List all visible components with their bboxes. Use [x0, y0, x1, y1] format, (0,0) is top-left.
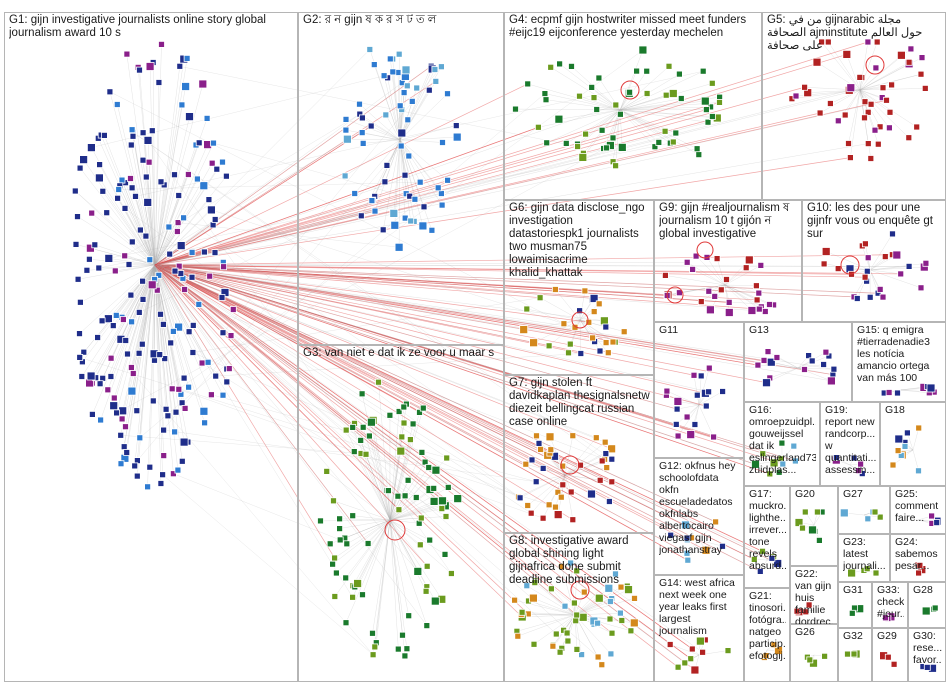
group-label: G5: من في gijnarabic مجلة الصحافة ajmins…: [767, 14, 942, 53]
group-box-g25: G25: comment faire...: [890, 486, 946, 534]
group-box-g18: G18: [880, 402, 946, 486]
group-label: G9: gijn #realjournalism ষ journalism 10…: [659, 202, 798, 241]
group-box-g21: G21: tinosori... fotógra... natgeo parti…: [744, 588, 790, 682]
group-box-g33: G33: check #jour...: [872, 582, 908, 628]
group-label: G31: [843, 584, 868, 596]
group-label: G22: van gijn huis familie dordrec...: [795, 568, 834, 628]
group-label: G27: [843, 488, 886, 500]
group-box-g17: G17: muckro... lighthe... irrever... ton…: [744, 486, 790, 588]
group-box-g3: G3: van niet e dat ik ze voor u maar s: [298, 345, 504, 682]
group-label: G7: gijn stolen ft davidkaplan thesignal…: [509, 377, 650, 429]
group-label: G1: gijn investigative journalists onlin…: [9, 14, 294, 40]
group-box-g27: G27: [838, 486, 890, 534]
group-label: G21: tinosori... fotógra... natgeo parti…: [749, 590, 786, 662]
group-label: G32: [843, 630, 868, 642]
group-box-g8: G8: investigative award global shining l…: [504, 533, 654, 682]
group-label: G23: latest journali...: [843, 536, 886, 572]
group-label: G17: muckro... lighthe... irrever... ton…: [749, 488, 786, 572]
group-box-g24: G24: sabemos pesar...: [890, 534, 946, 582]
group-box-g13: G13: [744, 322, 852, 402]
group-label: G3: van niet e dat ik ze voor u maar s: [303, 347, 500, 360]
group-label: G13: [749, 324, 848, 336]
group-label: G30: rese... favor...: [913, 630, 942, 666]
group-box-g30: G30: rese... favor...: [908, 628, 946, 682]
group-box-g20: G20: [790, 486, 838, 566]
group-box-g26: G26: [790, 624, 838, 682]
group-box-g23: G23: latest journali...: [838, 534, 890, 582]
group-label: G20: [795, 488, 834, 500]
group-box-g14: G14: west africa next week one year leak…: [654, 575, 744, 682]
group-box-g10: G10: les des pour une gijnfr vous ou enq…: [802, 200, 946, 322]
group-label: G19: report new randcorp... w quantitati…: [825, 404, 876, 476]
group-label: G4: ecpmf gijn hostwriter missed meet fu…: [509, 14, 758, 40]
group-box-g16: G16: omroepzuidpl... gouweijssel dat ik …: [744, 402, 820, 486]
group-box-g5: G5: من في gijnarabic مجلة الصحافة ajmins…: [762, 12, 946, 200]
group-box-g32: G32: [838, 628, 872, 682]
group-label: G10: les des pour une gijnfr vous ou enq…: [807, 202, 942, 241]
group-box-g15: G15: q emigra #tierradenadie3 les notíci…: [852, 322, 946, 402]
group-label: G6: gijn data disclose_ngo investigation…: [509, 202, 650, 280]
group-label: G33: check #jour...: [877, 584, 904, 620]
group-label: G26: [795, 626, 834, 638]
group-box-g12: G12: okfnus hey schoolofdata okfn escuel…: [654, 458, 744, 575]
group-box-g22: G22: van gijn huis familie dordrec...: [790, 566, 838, 624]
group-label: G2: র ন gijn ষ ক র স ট ত ল: [303, 14, 500, 27]
group-label: G8: investigative award global shining l…: [509, 535, 650, 587]
group-box-g2: G2: র ন gijn ষ ক র স ট ত ল: [298, 12, 504, 345]
group-label: G28: [913, 584, 942, 596]
group-label: G29: [877, 630, 904, 642]
group-box-g1: G1: gijn investigative journalists onlin…: [4, 12, 298, 682]
group-box-g29: G29: [872, 628, 908, 682]
group-label: G16: omroepzuidpl... gouweijssel dat ik …: [749, 404, 816, 476]
group-box-g6: G6: gijn data disclose_ngo investigation…: [504, 200, 654, 375]
group-box-g11: G11: [654, 322, 744, 458]
group-label: G15: q emigra #tierradenadie3 les notíci…: [857, 324, 942, 384]
group-box-g31: G31: [838, 582, 872, 628]
group-label: G11: [659, 324, 740, 336]
group-box-g28: G28: [908, 582, 946, 628]
group-label: G18: [885, 404, 942, 416]
group-label: G25: comment faire...: [895, 488, 942, 524]
group-box-g4: G4: ecpmf gijn hostwriter missed meet fu…: [504, 12, 762, 200]
group-label: G24: sabemos pesar...: [895, 536, 942, 572]
group-label: G12: okfnus hey schoolofdata okfn escuel…: [659, 460, 740, 556]
group-label: G14: west africa next week one year leak…: [659, 577, 740, 637]
group-box-g9: G9: gijn #realjournalism ষ journalism 10…: [654, 200, 802, 322]
group-box-g19: G19: report new randcorp... w quantitati…: [820, 402, 880, 486]
group-box-g7: G7: gijn stolen ft davidkaplan thesignal…: [504, 375, 654, 533]
